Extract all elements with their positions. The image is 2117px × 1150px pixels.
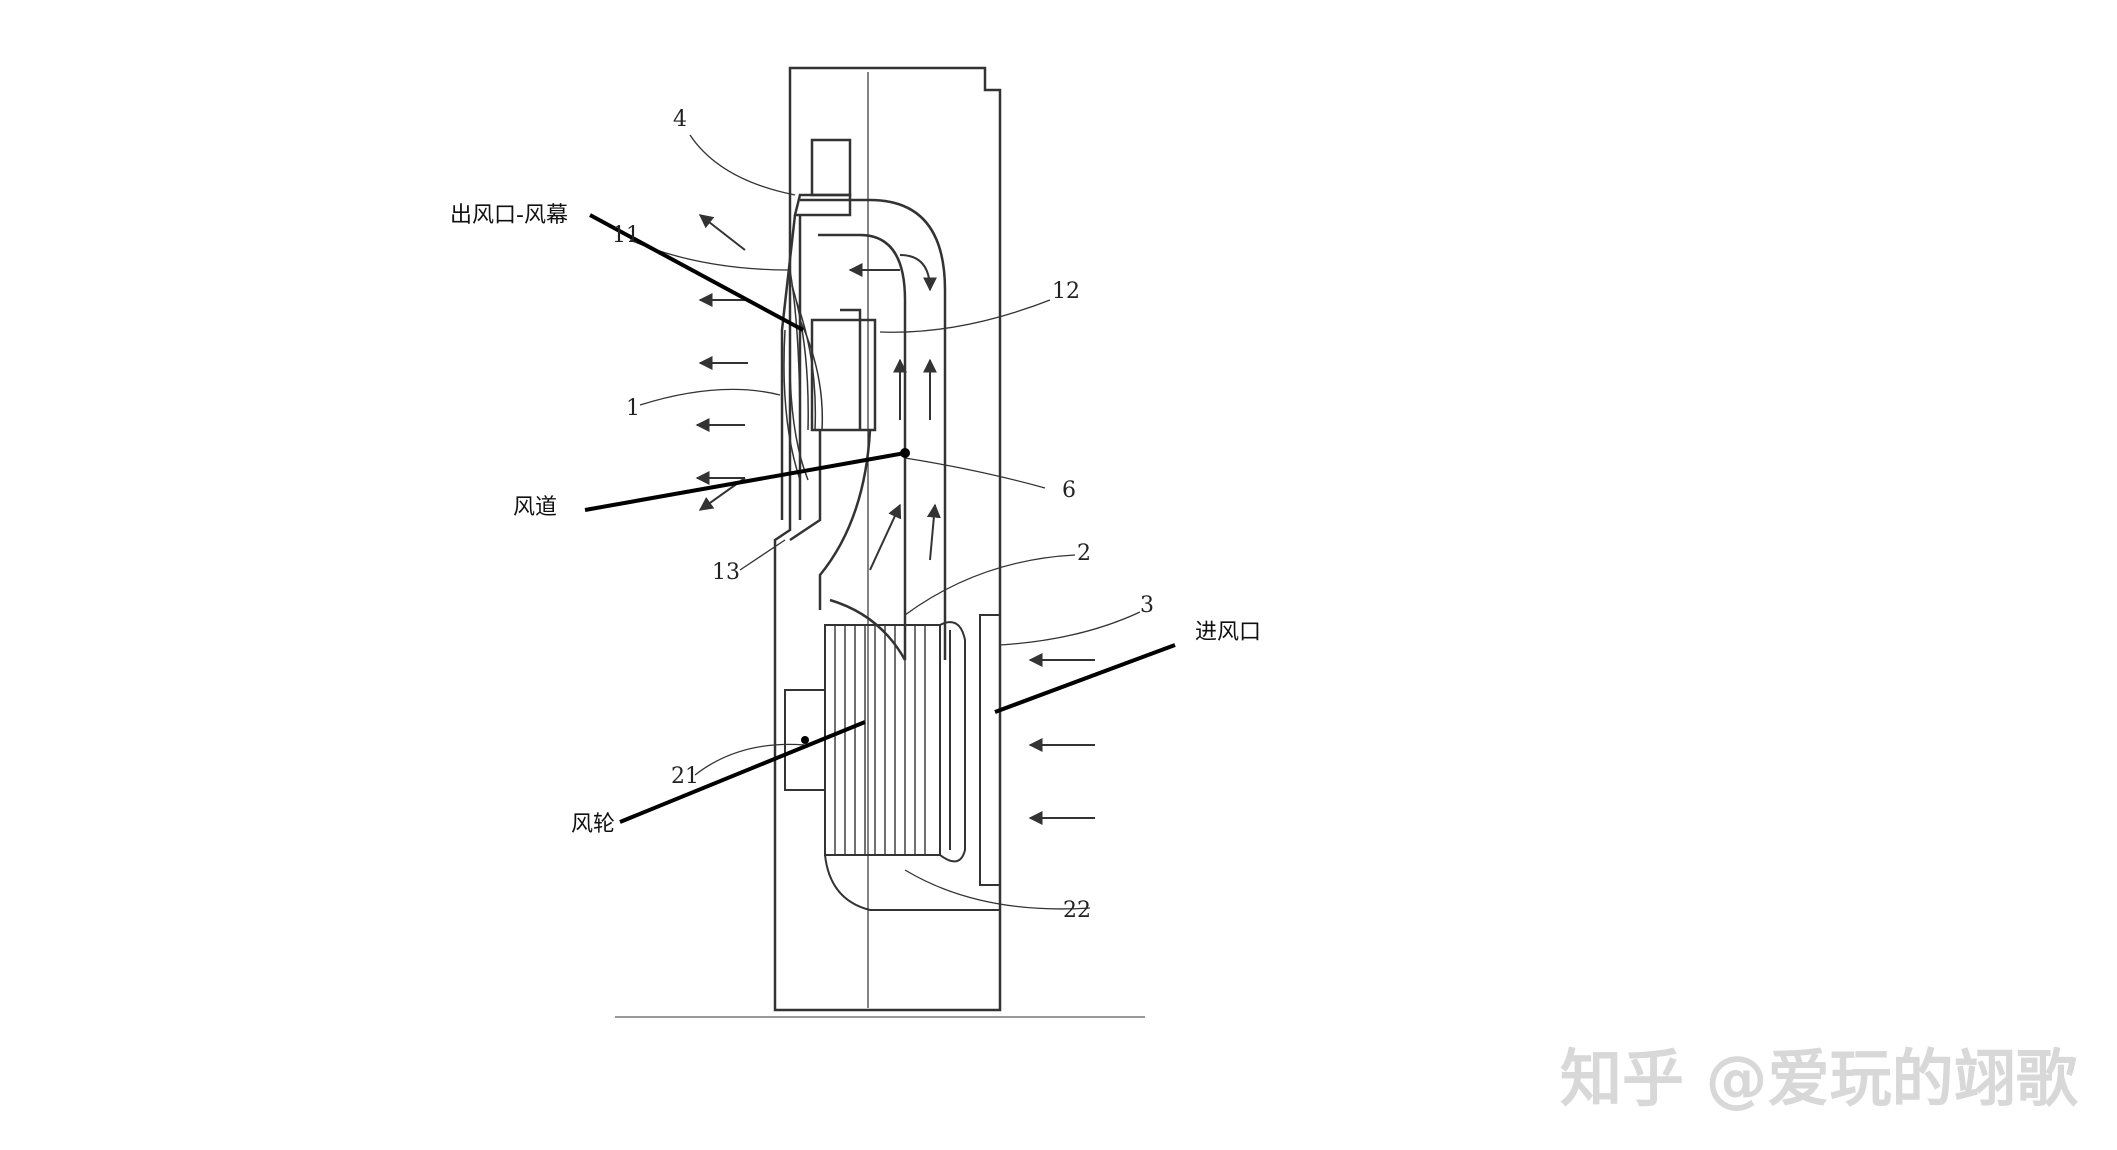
part-number-12: 12 [1052,279,1080,304]
watermark-text: 知乎 @爱玩的翊歌 [1560,1042,2079,1115]
part-number-2: 2 [1077,541,1091,566]
label-fan-wheel: 风轮 [571,812,615,837]
part-number-21: 21 [671,764,699,789]
fan-wheel [784,614,1001,911]
part-number-6: 6 [1062,478,1076,503]
air-duct [780,198,947,661]
part-number-11: 11 [612,223,640,248]
outlet-louvres [783,269,824,481]
annotation-leaders [584,213,1176,824]
label-outlet: 出风口-风幕 [450,203,568,228]
part-number-3: 3 [1140,593,1154,618]
fan-anchor-dot [801,736,809,744]
part-number-22: 22 [1063,898,1091,923]
part-number-13: 13 [712,560,740,585]
duct-anchor-dot [900,448,910,458]
label-inlet: 进风口 [1195,620,1261,645]
part-number-1: 1 [626,396,640,421]
part-number-4: 4 [673,107,687,132]
label-duct: 风道 [513,495,557,520]
housing-outline [615,66,1145,1018]
